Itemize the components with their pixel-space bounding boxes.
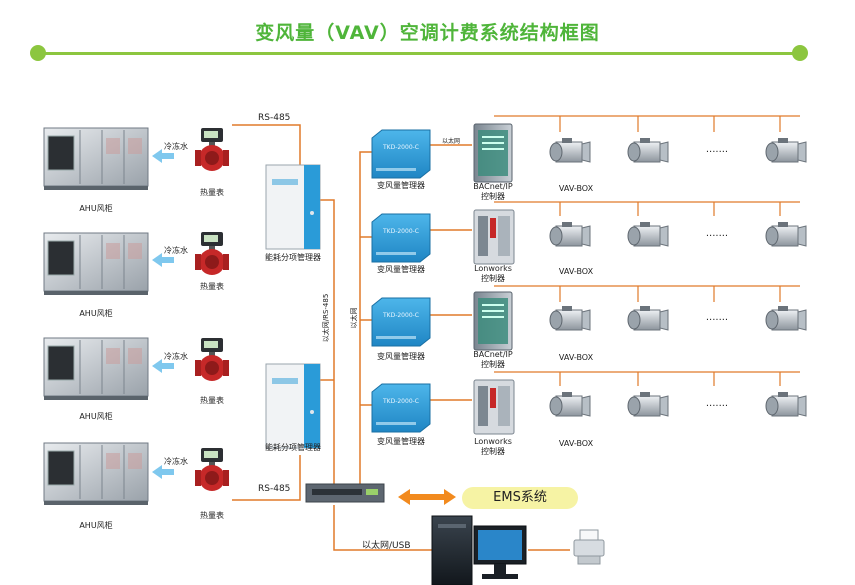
vav-manager-code-3: TKD-2000-C (382, 312, 419, 319)
ahu-label-1: AHU风柜 (79, 204, 113, 213)
printer (573, 529, 605, 565)
energy-manager-2 (265, 363, 321, 449)
title-rule-left-dot (30, 45, 46, 61)
diagram-title: 变风量（VAV）空调计费系统结构框图 (255, 22, 600, 44)
ems-system-badge: EMS系统 (462, 487, 578, 509)
vav-manager-label-3: 变风量管理器 (377, 352, 425, 361)
controller-3-line2: 控制器 (481, 360, 505, 369)
chilled-water-label-1: 冷冻水 (164, 142, 188, 151)
ethernet-rs485-vertical-label: 以太网/RS-485 (322, 293, 330, 343)
ems-double-arrow (398, 489, 456, 505)
controller-4-line2: 控制器 (481, 447, 505, 456)
vav-ellipsis-2: ······· (705, 231, 729, 242)
vav-manager-code-2: TKD-2000-C (382, 228, 419, 235)
vav-manager-code-1: TKD-2000-C (382, 144, 419, 151)
vav-manager-3 (371, 297, 431, 347)
heat-meter-3 (195, 338, 229, 381)
ahu-unit-3 (43, 337, 149, 401)
heat-meter-1 (195, 128, 229, 171)
rs485-link-top (232, 124, 301, 165)
controller-1-line2: 控制器 (481, 192, 505, 201)
ahu-unit-4 (43, 442, 149, 506)
vav-box-row-1 (549, 137, 807, 163)
ahu-unit-2 (43, 232, 149, 296)
ethernet-usb-label: 以太网/USB (362, 541, 411, 551)
ahu-label-3: AHU风柜 (79, 412, 113, 421)
lonworks-controller-1 (473, 209, 515, 265)
vav-ellipsis-3: ······· (705, 315, 729, 326)
vav-ellipsis-4: ······· (705, 401, 729, 412)
title-rule-right-dot (792, 45, 808, 61)
heat-meter-2 (195, 232, 229, 275)
vav-manager-label-4: 变风量管理器 (377, 437, 425, 446)
controller-3-line1: BACnet/IP (473, 350, 513, 359)
ethernet-vertical-label: 以太网 (350, 307, 358, 329)
heat-meter-label-4: 热量表 (200, 511, 224, 520)
ethernet-trunk (359, 151, 372, 490)
heat-meter-4 (195, 448, 229, 491)
rs485-label-bottom: RS-485 (258, 484, 291, 494)
vav-box-label-4: VAV-BOX (558, 439, 594, 448)
rs485-link-bottom (232, 455, 301, 501)
energy-to-switch-line (320, 199, 335, 490)
vav-box-row-2 (549, 221, 807, 247)
ahu-label-2: AHU风柜 (79, 309, 113, 318)
vav-box-row-3 (549, 305, 807, 331)
energy-manager-label-2: 能耗分项管理器 (265, 443, 321, 452)
controller-4-line1: Lonworks (474, 437, 512, 446)
ahu-unit-1 (43, 127, 149, 191)
vav-manager-label-1: 变风量管理器 (377, 181, 425, 190)
vav-manager-4 (371, 383, 431, 433)
chilled-water-label-3: 冷冻水 (164, 352, 188, 361)
connection-lines (232, 124, 570, 551)
vav-box-row-4 (549, 391, 807, 417)
vav-box-label-2: VAV-BOX (558, 267, 594, 276)
chilled-water-label-4: 冷冻水 (164, 457, 188, 466)
title-rule (36, 52, 806, 55)
vav-box-label-1: VAV-BOX (558, 184, 594, 193)
vav-ellipsis-1: ······· (705, 147, 729, 158)
bacnet-controller-1 (473, 123, 513, 183)
heat-meter-label-1: 热量表 (200, 188, 224, 197)
controller-1-line1: BACnet/IP (473, 182, 513, 191)
vav-box-label-3: VAV-BOX (558, 353, 594, 362)
controller-2-line1: Lonworks (474, 264, 512, 273)
network-switch (305, 483, 385, 503)
heat-meter-label-2: 热量表 (200, 282, 224, 291)
heat-meter-label-3: 热量表 (200, 396, 224, 405)
controller-2-line2: 控制器 (481, 274, 505, 283)
rs485-label-top: RS-485 (258, 113, 291, 123)
vav-manager-label-2: 变风量管理器 (377, 265, 425, 274)
vav-manager-2 (371, 213, 431, 263)
bacnet-controller-2 (473, 291, 513, 351)
ethernet-label-controller: 以太网 (442, 138, 461, 145)
chilled-water-label-2: 冷冻水 (164, 246, 188, 255)
energy-manager-label-1: 能耗分项管理器 (265, 253, 321, 262)
pc-workstation (431, 515, 527, 585)
vav-manager-code-4: TKD-2000-C (382, 398, 419, 405)
chilled-water-arrow-4 (152, 465, 174, 479)
energy-manager-1 (265, 164, 321, 250)
vav-bus-lines (494, 115, 800, 386)
ahu-label-4: AHU风柜 (79, 521, 113, 530)
lonworks-controller-2 (473, 379, 515, 435)
vav-manager-1 (371, 129, 431, 179)
switch-to-pc (333, 505, 432, 551)
